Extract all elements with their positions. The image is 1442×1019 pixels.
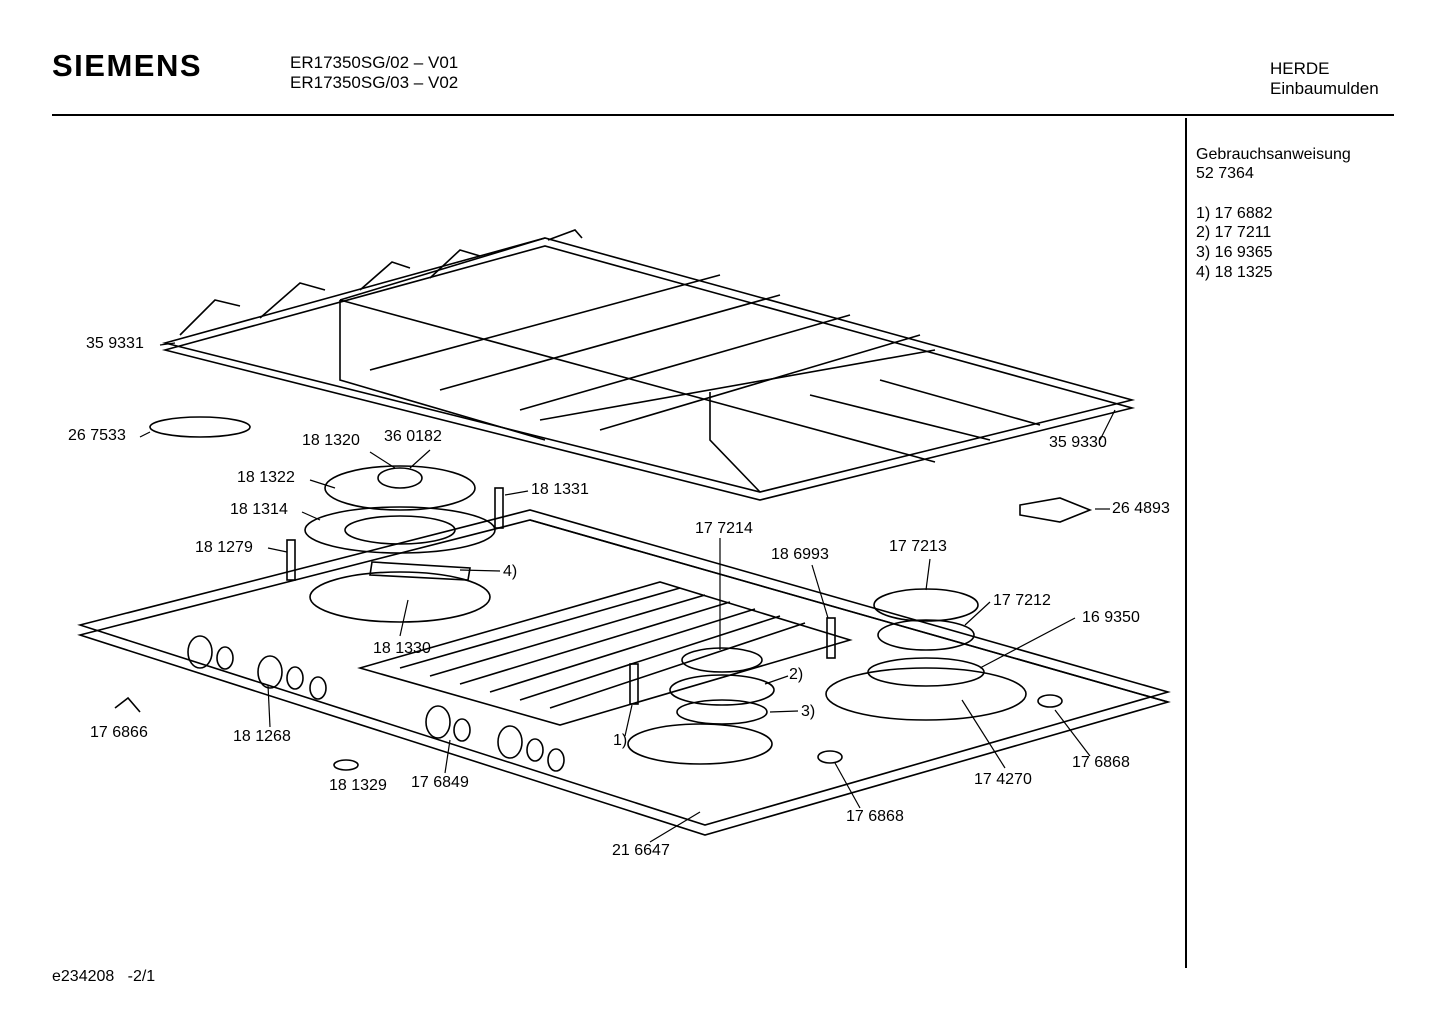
pan-support-grid: [161, 229, 1136, 501]
part-label: 17 6866: [90, 724, 148, 741]
part-label: 17 7212: [993, 592, 1051, 609]
brand-logo: SIEMENS: [52, 48, 203, 83]
small-parts: [114, 416, 1093, 771]
note-2: 2) 17 7211: [1196, 224, 1272, 241]
part-label: 17 6849: [411, 774, 469, 791]
part-label: 17 7213: [889, 538, 947, 555]
part-label: 18 1279: [195, 539, 253, 556]
part-label: 17 4270: [974, 771, 1032, 788]
reference-label: 2): [789, 666, 804, 683]
model-line-1: ER17350SG/02 – V01: [290, 53, 459, 72]
part-label: 18 1314: [230, 501, 288, 518]
category-line-1: HERDE: [1270, 59, 1330, 78]
reference-label: 3): [801, 703, 816, 720]
part-label: 16 9350: [1082, 609, 1140, 626]
part-label: 18 1329: [329, 777, 387, 794]
part-label: 35 9331: [86, 335, 144, 352]
part-label: 17 6868: [846, 808, 904, 825]
note-1: 1) 17 6882: [1196, 205, 1273, 222]
reference-label: 1): [613, 732, 628, 749]
right-burners: [627, 588, 1027, 765]
note-4: 4) 18 1325: [1196, 264, 1273, 281]
part-label: 17 6868: [1072, 754, 1130, 771]
part-label: 35 9330: [1049, 434, 1107, 451]
model-line-2: ER17350SG/03 – V02: [290, 73, 459, 92]
part-label: 18 1320: [302, 432, 360, 449]
part-label: 26 4893: [1112, 500, 1170, 517]
part-label: 18 1322: [237, 469, 295, 486]
header-divider: [52, 114, 1394, 116]
part-label: 17 7214: [695, 520, 753, 537]
left-burner-stack: [304, 465, 496, 623]
sidebar-divider: [1185, 118, 1187, 968]
footer-code: e234208 -2/1: [52, 968, 156, 985]
part-label: 26 7533: [68, 427, 126, 444]
note-3: 3) 16 9365: [1196, 244, 1273, 261]
part-label: 18 6993: [771, 546, 829, 563]
part-label: 36 0182: [384, 428, 442, 445]
leader-lines: [139, 342, 1116, 843]
hob-tray: [77, 509, 1171, 836]
category-line-2: Einbaumulden: [1270, 79, 1379, 98]
part-label: 18 1331: [531, 481, 589, 498]
reference-label: 4): [503, 563, 518, 580]
manual-label: Gebrauchsanweisung: [1196, 146, 1351, 163]
part-label: 18 1330: [373, 640, 431, 657]
part-label: 18 1268: [233, 728, 291, 745]
part-label: 21 6647: [612, 842, 670, 859]
control-knobs: [187, 635, 565, 772]
manual-number: 52 7364: [1196, 165, 1254, 182]
